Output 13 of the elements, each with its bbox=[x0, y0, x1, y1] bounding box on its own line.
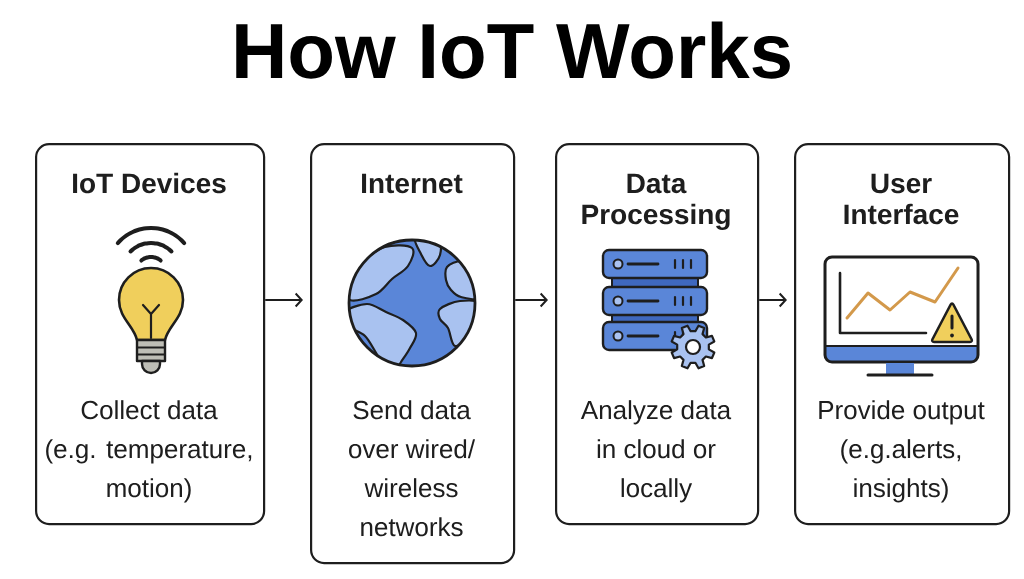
arrow bbox=[514, 292, 548, 308]
step-description: Analyze data in cloud or locally bbox=[580, 400, 732, 503]
step-description: Send data over wired/ wireless networks bbox=[349, 400, 476, 537]
step-description: Provide output (e.g.alerts, insights) bbox=[819, 400, 985, 503]
step-title: Data Processing bbox=[582, 173, 730, 230]
arrow bbox=[758, 292, 787, 308]
title: How IoT Works bbox=[236, 21, 790, 79]
arrow bbox=[264, 292, 303, 308]
process-box bbox=[35, 143, 266, 526]
step-title: User Interface bbox=[844, 173, 959, 225]
step-title: IoT Devices bbox=[73, 172, 226, 194]
step-description: Collect data (e.g. temperature, motion) bbox=[46, 400, 252, 503]
step-title: Internet bbox=[362, 173, 463, 194]
